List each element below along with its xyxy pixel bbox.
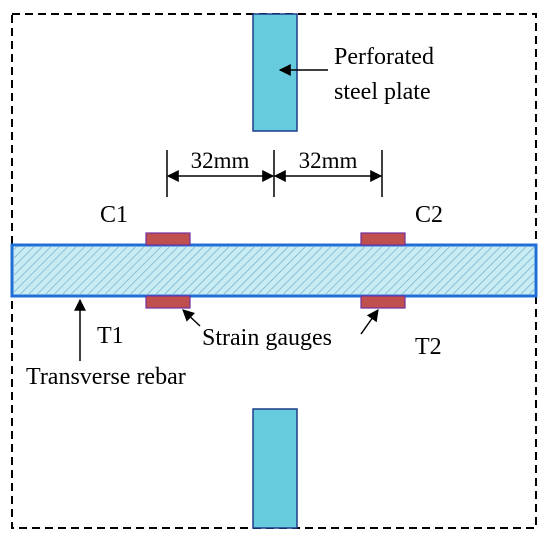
plate-label-line1: Perforated [334, 44, 434, 70]
strain-gauge-c1 [145, 232, 191, 246]
plate-label-line2: steel plate [334, 79, 431, 105]
gauges-leader-right [360, 309, 379, 335]
strain-gauges-label: Strain gauges [202, 325, 332, 351]
strain-gauge-t1 [145, 295, 191, 309]
gauges-leader-left [182, 309, 201, 327]
label-c2: C2 [415, 202, 443, 228]
strain-gauge-c2 [360, 232, 406, 246]
label-t2: T2 [415, 334, 442, 360]
rebar-label: Transverse rebar [26, 364, 186, 390]
rebar-hatching [14, 247, 534, 294]
dim-label-left: 32mm [191, 148, 250, 173]
steel-plate-bottom [252, 408, 298, 529]
label-t1: T1 [97, 323, 124, 349]
dim-label-right: 32mm [299, 148, 358, 173]
strain-gauge-t2 [360, 295, 406, 309]
label-c1: C1 [100, 202, 128, 228]
steel-plate-top [252, 13, 298, 132]
